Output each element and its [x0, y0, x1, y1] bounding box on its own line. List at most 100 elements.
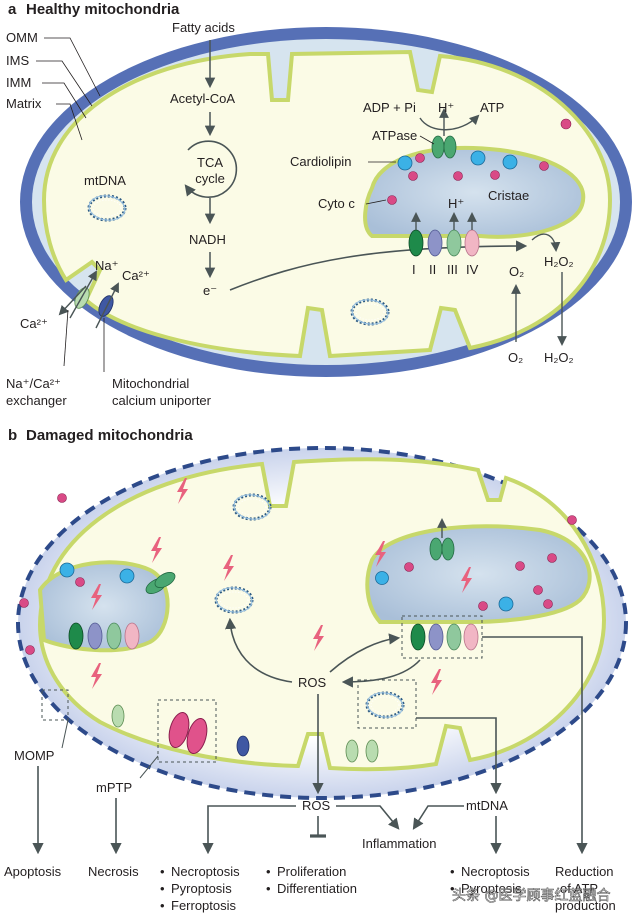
- complex-ii-shape: [427, 229, 443, 257]
- mptp-leader: [139, 755, 159, 779]
- cyto-c-dot: [57, 493, 67, 503]
- label-h2o2: H₂O₂: [544, 254, 574, 269]
- atpase-shape: [154, 572, 176, 588]
- watermark-text: 头条 @医学顾事红蓝融合: [452, 887, 610, 904]
- ca-efflux-arrow: [58, 285, 87, 316]
- atpase-shape: [441, 537, 455, 561]
- cyto-c-dot: [478, 601, 488, 611]
- complex-iv-shape: [124, 622, 140, 650]
- outcome-reduction-line3: production: [555, 898, 616, 913]
- label-o2-bottom: O₂: [508, 350, 523, 365]
- label-na-ion: Na⁺: [95, 258, 118, 273]
- arrow-ros-death: [202, 805, 296, 855]
- arrow-complexes-ros: [341, 659, 421, 688]
- complex-iii-shape: [106, 622, 122, 650]
- atpase-right-shape: [443, 135, 457, 159]
- atpase-shape: [429, 537, 443, 561]
- bullet-icon: •: [266, 864, 271, 879]
- etc-complexes: [408, 229, 480, 257]
- label-tca: TCA: [197, 155, 223, 170]
- label-complex-iii: III: [447, 262, 458, 277]
- exchanger-shape-b2: [345, 739, 359, 763]
- label-o2: O₂: [509, 264, 524, 279]
- leader-cyto-c: [365, 199, 387, 205]
- label-uniporter-line2: calcium uniporter: [112, 393, 212, 408]
- panel-b-title: Damaged mitochondria: [26, 427, 193, 444]
- bullet-icon: •: [160, 898, 165, 913]
- label-ims: IMS: [6, 53, 29, 68]
- bullet-icon: •: [266, 881, 271, 896]
- bullet-icon: •: [450, 881, 455, 896]
- bullet-icon: •: [160, 864, 165, 879]
- outcome-pyroptosis: Pyroptosis: [171, 881, 232, 896]
- label-h-plus-atp: H⁺: [438, 100, 454, 115]
- outcome-differentiation: Differentiation: [277, 881, 357, 896]
- cyto-c-dot: [415, 153, 425, 163]
- leader-ims: [36, 60, 93, 107]
- label-adp-pi: ADP + Pi: [363, 100, 416, 115]
- leader-imm: [42, 82, 87, 119]
- o2-to-h2o2-arrow: [531, 233, 561, 252]
- arrow-ros-mtdna: [225, 617, 293, 683]
- label-nadh: NADH: [189, 232, 226, 247]
- cyto-c-dot: [408, 171, 418, 181]
- complex-ii-shape: [87, 622, 103, 650]
- complexes-damaged-box: [401, 615, 483, 659]
- leader-atpase: [419, 135, 435, 145]
- mptp-pore-left: [168, 711, 190, 749]
- inner-membrane: [41, 49, 613, 359]
- panel-b-letter: b: [8, 427, 17, 444]
- exchanger-shape-b3: [365, 739, 379, 763]
- damaged-cristae-left: [37, 560, 170, 653]
- label-mtdna: mtDNA: [84, 173, 126, 188]
- label-atp: ATP: [480, 100, 504, 115]
- outcome-proliferation: Proliferation: [277, 864, 346, 879]
- label-ca-ion-out: Ca²⁺: [20, 316, 48, 331]
- cyto-c-dot: [490, 170, 500, 180]
- cardiolipin-dot: [498, 596, 514, 612]
- cardiolipin-dot: [502, 154, 518, 170]
- complex-ii-shape: [428, 623, 444, 651]
- arrow-complexes-atp: [482, 636, 588, 855]
- label-h-plus-complex: H⁺: [448, 196, 464, 211]
- cyto-c-dot: [515, 561, 525, 571]
- mtdna-release-box: [357, 679, 417, 729]
- label-exchanger-line2: exchanger: [6, 393, 67, 408]
- cyto-c-dot: [75, 577, 85, 587]
- tca-cycle-arrow: [184, 140, 238, 198]
- cyto-c-dot: [453, 171, 463, 181]
- label-matrix: Matrix: [6, 96, 42, 111]
- outcome-reduction-line1: Reduction: [555, 864, 614, 879]
- label-imm: IMM: [6, 75, 31, 90]
- exchanger-shape-b: [111, 704, 125, 728]
- outcome-necroptosis-b: Necroptosis: [461, 864, 530, 879]
- label-ros-center: ROS: [298, 675, 327, 690]
- label-omm: OMM: [6, 30, 38, 45]
- cardiolipin-dot: [59, 562, 75, 578]
- momp-box: [41, 689, 69, 721]
- label-acetyl-coa: Acetyl-CoA: [170, 91, 235, 106]
- label-uniporter-line1: Mitochondrial: [112, 376, 189, 391]
- label-cycle: cycle: [195, 171, 225, 186]
- bullet-icon: •: [450, 864, 455, 879]
- atp-synthesis-arrow: [419, 114, 480, 131]
- outcome-apoptosis: Apoptosis: [4, 864, 62, 879]
- label-fatty-acids: Fatty acids: [172, 20, 235, 35]
- bullet-icon: •: [160, 881, 165, 896]
- cyto-c-dot: [560, 118, 572, 130]
- label-electron: e⁻: [203, 283, 217, 298]
- panel-a-title: Healthy mitochondria: [26, 1, 180, 18]
- cardiolipin-dot: [375, 571, 389, 585]
- complex-iv-shape: [463, 623, 479, 651]
- cyto-c-dot: [404, 562, 414, 572]
- label-mtdna-lower: mtDNA: [466, 798, 508, 813]
- arrow-ros-complexes: [329, 633, 401, 673]
- ca-uniporter-arrow: [95, 282, 119, 329]
- cyto-c-dot: [567, 515, 577, 525]
- leader-matrix: [56, 103, 83, 141]
- outcome-necroptosis: Necroptosis: [171, 864, 240, 879]
- arrow-ros-inflammation: [336, 805, 400, 830]
- label-complex-iv: IV: [466, 262, 479, 277]
- na-influx-arrow: [69, 270, 97, 319]
